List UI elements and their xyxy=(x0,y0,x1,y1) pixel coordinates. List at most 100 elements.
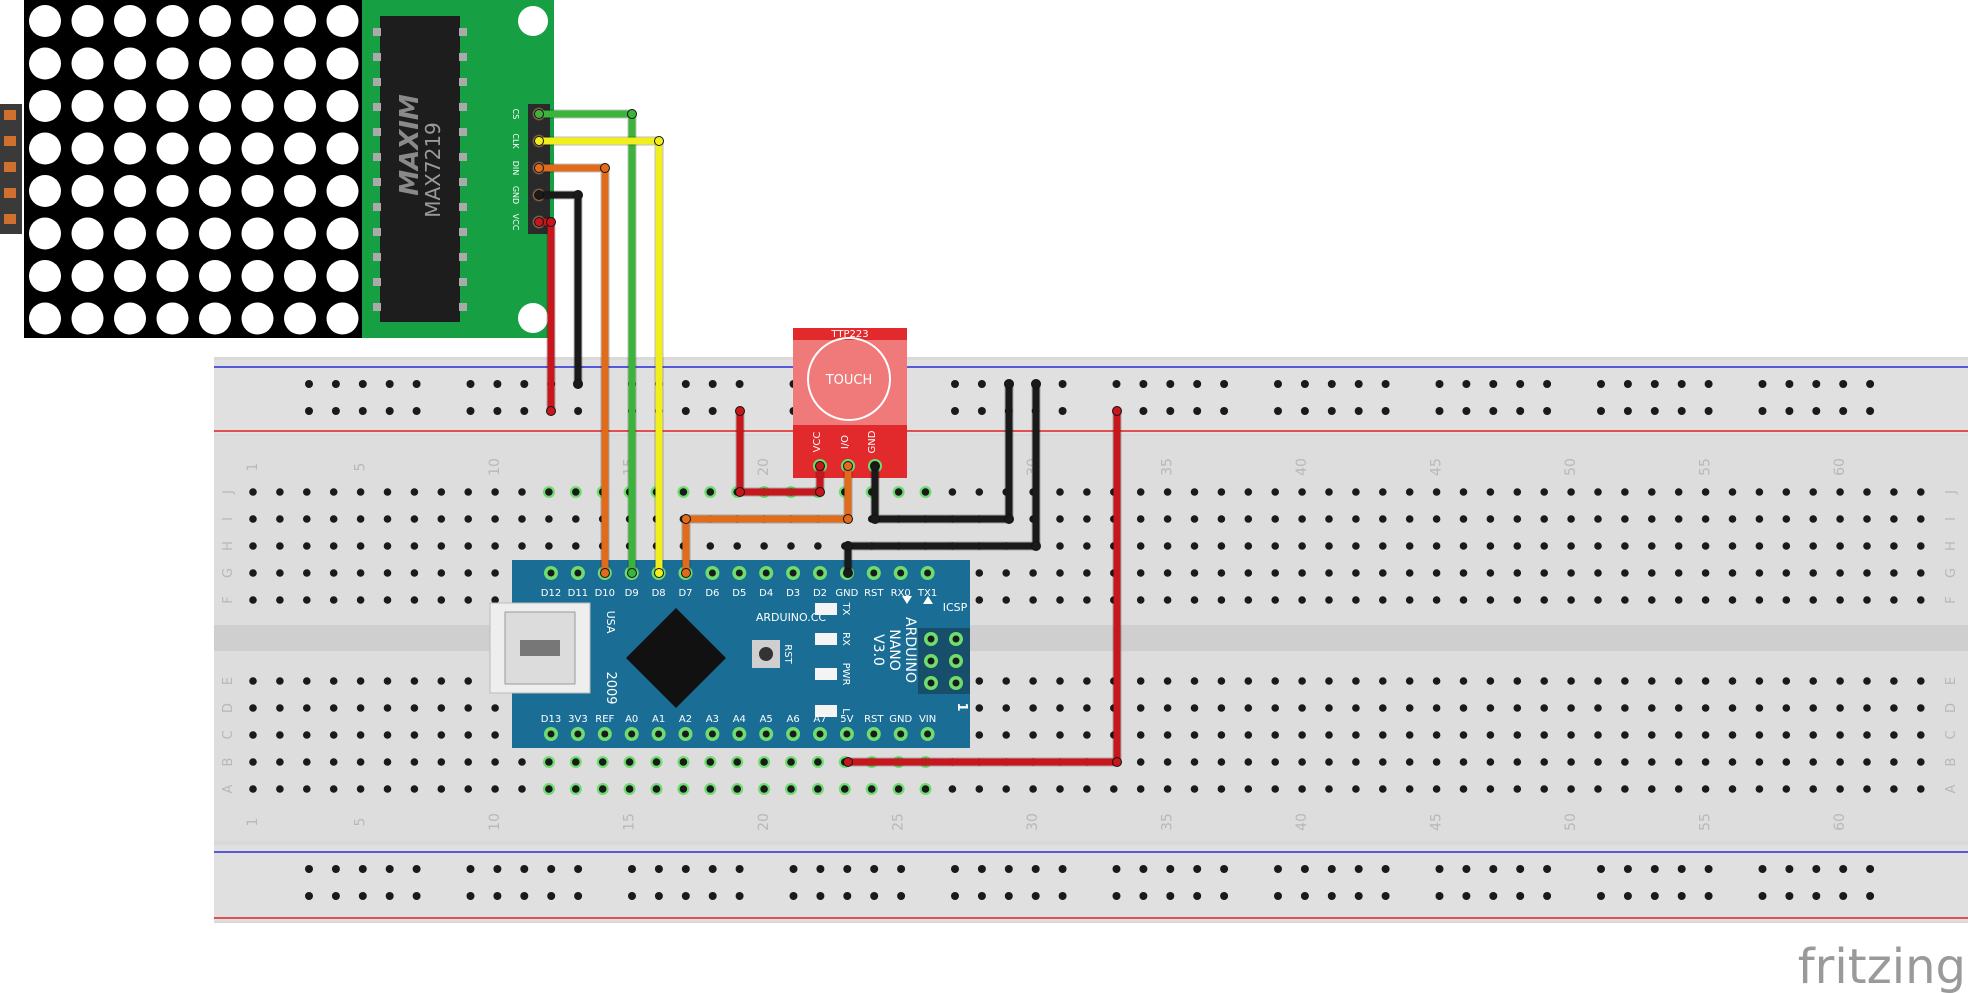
terminal-hole xyxy=(760,542,768,550)
rail-hole xyxy=(1193,380,1202,388)
rail-hole xyxy=(1112,892,1121,900)
status-led-label: L xyxy=(840,708,851,714)
terminal-hole xyxy=(383,758,392,766)
terminal-hole xyxy=(1863,785,1871,793)
row-letter: C xyxy=(1944,730,1959,739)
terminal-hole xyxy=(1190,488,1199,496)
terminal-hole xyxy=(303,569,311,577)
terminal-hole xyxy=(276,758,284,766)
fritzing-watermark: fritzing xyxy=(1798,939,1966,993)
rail-hole xyxy=(1650,407,1659,415)
terminal-hole xyxy=(1083,488,1091,496)
rail-hole xyxy=(1597,407,1605,415)
terminal-hole xyxy=(1701,731,1710,739)
terminal-hole xyxy=(303,542,311,550)
terminal-hole xyxy=(356,758,365,766)
terminal-hole xyxy=(1486,731,1495,739)
rail-hole xyxy=(977,407,986,415)
rail-hole xyxy=(1354,380,1363,388)
matrix-led xyxy=(114,5,146,37)
terminal-hole xyxy=(464,542,473,550)
rail-hole xyxy=(412,865,421,873)
terminal-hole xyxy=(249,596,257,604)
terminal-hole xyxy=(1379,596,1387,604)
terminal-hole xyxy=(518,515,526,523)
terminal-hole xyxy=(1621,704,1629,712)
terminal-hole xyxy=(410,785,419,793)
max7219-chip xyxy=(380,16,460,322)
wire-touch-io-joint xyxy=(681,514,691,524)
terminal-hole xyxy=(1136,677,1145,685)
matrix-led xyxy=(114,47,146,80)
terminal-hole xyxy=(1890,704,1898,712)
matrix-led xyxy=(326,132,359,165)
rail-hole xyxy=(1462,865,1471,873)
wire-touch-vcc[interactable] xyxy=(736,407,824,496)
column-number: 45 xyxy=(1429,813,1445,831)
rail-hole xyxy=(843,865,852,873)
chip-pins xyxy=(373,28,467,311)
matrix-led xyxy=(326,47,359,80)
nano-pin-hole xyxy=(735,730,743,738)
matrix-led xyxy=(199,132,231,165)
board-name-line: NANO xyxy=(886,629,902,671)
terminal-hole xyxy=(329,731,338,739)
terminal-hole xyxy=(1325,596,1333,604)
rail-hole xyxy=(1866,407,1875,415)
wire-touch-gnd[interactable] xyxy=(871,380,1013,523)
nano-pin-hole xyxy=(574,569,582,577)
terminal-hole xyxy=(1567,542,1575,550)
terminal-hole xyxy=(1459,677,1468,685)
terminal-hole xyxy=(1432,758,1441,766)
terminal-hole xyxy=(1782,542,1791,550)
matrix-led xyxy=(29,260,61,292)
rail-hole xyxy=(1866,892,1875,900)
breadboard: 1155101015152020252530303535404045455050… xyxy=(214,357,1968,923)
terminal-hole xyxy=(948,785,957,793)
chip-pin xyxy=(459,78,467,86)
terminal-hole xyxy=(1594,677,1602,685)
rail-hole xyxy=(1650,865,1659,873)
nano-pin-hole xyxy=(924,730,932,738)
rail-hole xyxy=(1193,892,1202,900)
nano-pin-hole xyxy=(708,730,716,738)
terminal-hole xyxy=(1405,488,1414,496)
row-letter: B xyxy=(221,758,236,767)
terminal-hole xyxy=(1513,542,1522,550)
row-letter: D xyxy=(221,703,236,713)
rail-hole xyxy=(1785,380,1794,388)
terminal-hole xyxy=(276,677,284,685)
rail-hole xyxy=(1758,407,1767,415)
terminal-hole xyxy=(1325,704,1333,712)
terminal-hole xyxy=(1486,488,1495,496)
matrix-led xyxy=(71,90,104,122)
nano-pin-label: A5 xyxy=(760,714,773,725)
touch-pad[interactable] xyxy=(807,337,891,421)
rail-hole xyxy=(1139,380,1148,388)
terminal-hole xyxy=(1298,488,1306,496)
wire-touch-io[interactable] xyxy=(682,462,852,577)
matrix-led xyxy=(71,5,104,37)
terminal-hole xyxy=(1459,704,1468,712)
matrix-led xyxy=(199,302,231,335)
rail-hole xyxy=(1435,892,1444,900)
terminal-hole xyxy=(1755,785,1764,793)
terminal-hole xyxy=(1136,515,1145,523)
chip-pin xyxy=(373,228,381,236)
chip-pin xyxy=(459,53,467,61)
terminal-hole xyxy=(410,515,419,523)
matrix-led xyxy=(156,217,189,250)
rail-hole xyxy=(1597,865,1605,873)
column-number: 40 xyxy=(1294,458,1310,476)
rail-hole xyxy=(628,865,636,873)
terminal-hole xyxy=(437,704,446,712)
terminal-hole xyxy=(1728,785,1737,793)
rail-hole xyxy=(870,892,879,900)
terminal-hole xyxy=(1890,677,1898,685)
terminal-hole xyxy=(1621,785,1629,793)
terminal-hole xyxy=(437,488,446,496)
terminal-hole xyxy=(356,596,365,604)
terminal-hole xyxy=(356,488,365,496)
wire-nano-gnd[interactable] xyxy=(844,380,1040,577)
touch-pin-label: I/O xyxy=(840,435,851,449)
